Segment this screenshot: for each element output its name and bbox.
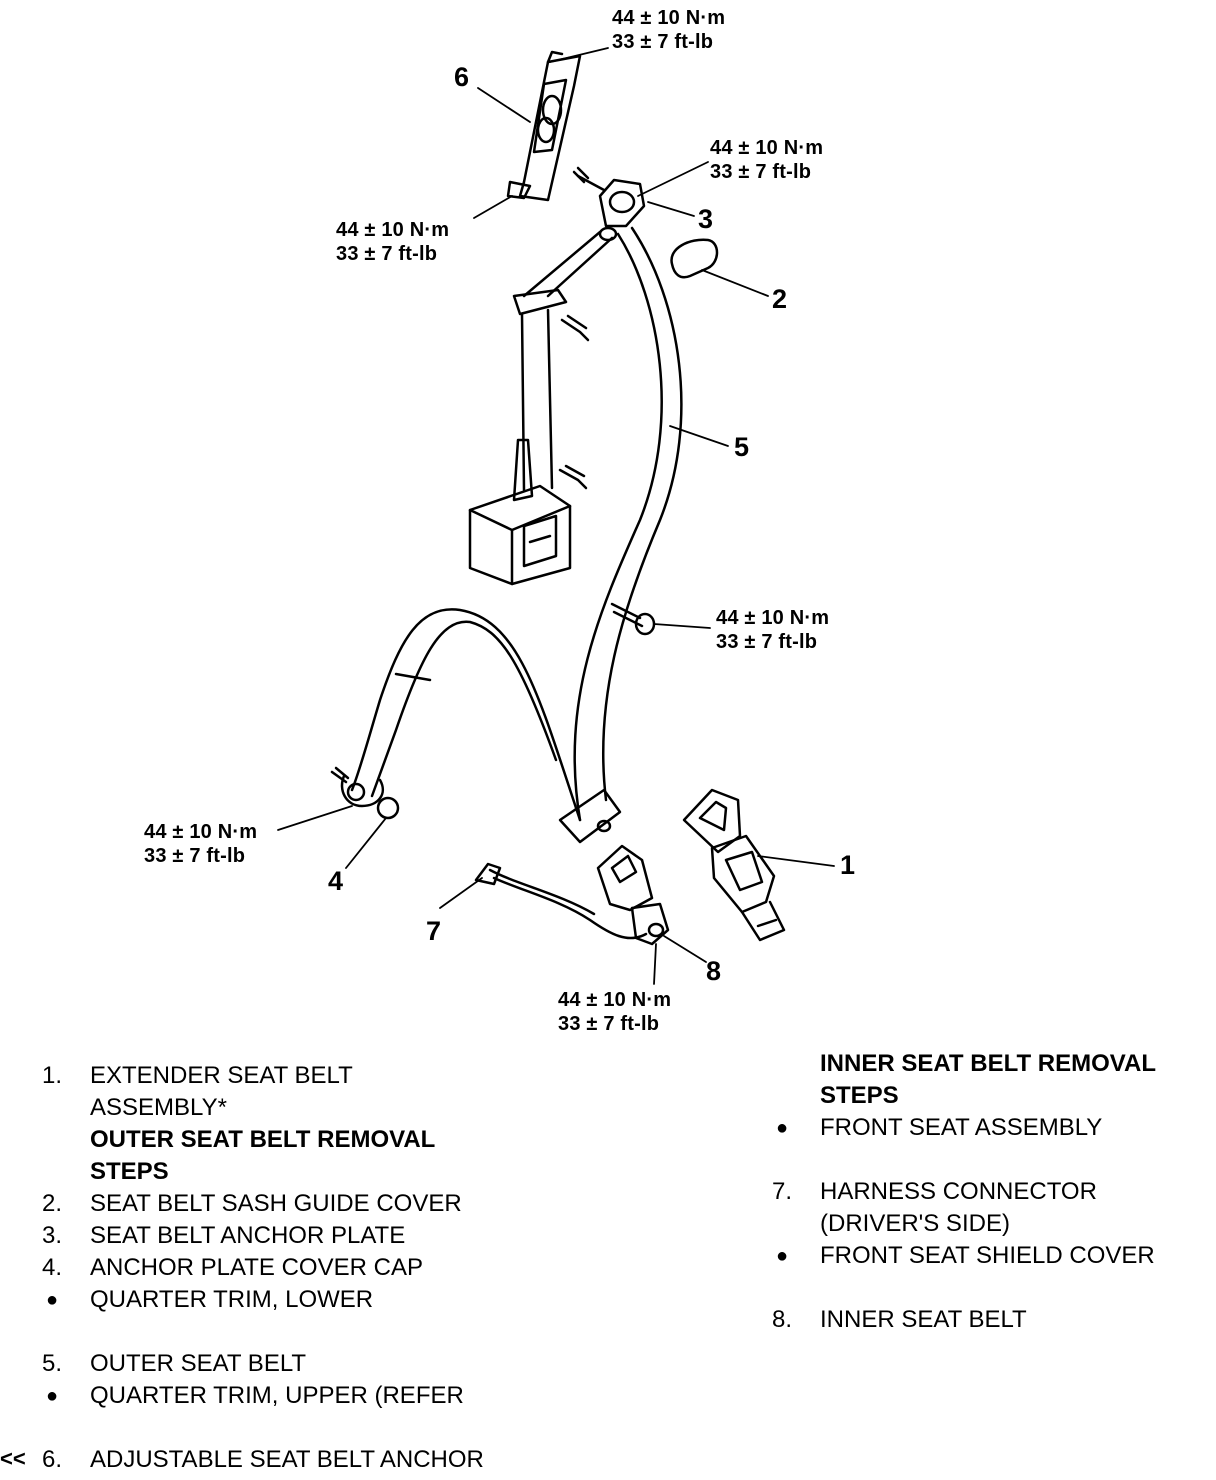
- item-number: 3.: [42, 1222, 63, 1249]
- legend-bullet-quarter-trim-lower: ● QUARTER TRIM, LOWER: [42, 1284, 602, 1316]
- seat-belt-exploded-diagram: [277, 47, 835, 985]
- torque-label-top: 44 ± 10 N·m 33 ± 7 ft-lb: [612, 6, 725, 54]
- legend-bullet-quarter-trim-upper: ● QUARTER TRIM, UPPER (REFER: [42, 1380, 602, 1412]
- torque-nm: 44 ± 10 N·m: [716, 607, 830, 629]
- torque-ftlb: 33 ± 7 ft-lb: [710, 161, 812, 183]
- legend-left: 1. EXTENDER SEAT BELT ASSEMBLY* OUTER SE…: [42, 1060, 602, 1476]
- item-text: INNER SEAT BELT: [820, 1306, 1027, 1333]
- outer-seat-belt-webbing: [558, 226, 683, 844]
- adjustable-anchor-part: [506, 50, 582, 202]
- item-text-continued: (DRIVER'S SIDE): [820, 1210, 1010, 1237]
- bullet-icon: ●: [776, 1245, 789, 1267]
- item-text: OUTER SEAT BELT: [90, 1350, 307, 1377]
- callout-7: 7: [426, 916, 442, 946]
- torque-nm: 44 ± 10 N·m: [558, 989, 672, 1011]
- item-text: EXTENDER SEAT BELT: [90, 1062, 353, 1089]
- legend-right: INNER SEAT BELT REMOVAL STEPS ● FRONT SE…: [772, 1048, 1202, 1336]
- torque-ftlb: 33 ± 7 ft-lb: [558, 1013, 660, 1035]
- bullet-icon: ●: [776, 1117, 789, 1139]
- callout-4: 4: [328, 866, 344, 896]
- legend-item-6: 6. ADJUSTABLE SEAT BELT ANCHOR: [42, 1444, 602, 1476]
- callout-2: 2: [772, 284, 788, 314]
- inner-seat-belt-part: [474, 844, 670, 946]
- legend-item-4: 4. ANCHOR PLATE COVER CAP: [42, 1252, 602, 1284]
- inner-removal-heading: INNER SEAT BELT REMOVAL: [820, 1050, 1156, 1077]
- item-text: SEAT BELT SASH GUIDE COVER: [90, 1190, 462, 1217]
- item-text: QUARTER TRIM, LOWER: [90, 1286, 374, 1313]
- torque-ftlb: 33 ± 7 ft-lb: [144, 845, 246, 867]
- torque-label-plate: 44 ± 10 N·m 33 ± 7 ft-lb: [710, 136, 823, 184]
- legend-bullet-front-seat-assembly: ● FRONT SEAT ASSEMBLY: [772, 1112, 1202, 1144]
- torque-label-anchor: 44 ± 10 N·m 33 ± 7 ft-lb: [336, 218, 449, 266]
- retractor-part: [468, 308, 572, 586]
- torque-ftlb: 33 ± 7 ft-lb: [336, 243, 438, 265]
- callout-8: 8: [706, 956, 722, 986]
- bullet-icon: ●: [46, 1385, 59, 1407]
- item-text: ADJUSTABLE SEAT BELT ANCHOR: [90, 1446, 484, 1473]
- item-number: 1.: [42, 1062, 63, 1089]
- reference-marker: <<: [0, 1446, 26, 1471]
- legend-item-8: 8. INNER SEAT BELT: [772, 1304, 1202, 1336]
- item-text: HARNESS CONNECTOR: [820, 1178, 1097, 1205]
- callout-5: 5: [734, 432, 750, 462]
- item-number: 6.: [42, 1446, 63, 1473]
- outer-removal-heading-line2: STEPS: [90, 1158, 169, 1185]
- item-text: FRONT SEAT ASSEMBLY: [820, 1114, 1103, 1141]
- legend-bullet-shield-cover: ● FRONT SEAT SHIELD COVER: [772, 1240, 1202, 1272]
- item-text: QUARTER TRIM, UPPER (REFER: [90, 1382, 464, 1409]
- item-number: 5.: [42, 1350, 63, 1377]
- torque-nm: 44 ± 10 N·m: [144, 821, 258, 843]
- extender-seat-belt-part: [682, 788, 786, 942]
- upper-webbing: [512, 230, 614, 316]
- torque-ftlb: 33 ± 7 ft-lb: [716, 631, 818, 653]
- callout-1: 1: [840, 850, 856, 880]
- bullet-icon: ●: [46, 1289, 59, 1311]
- lower-belt-loop: [330, 608, 582, 822]
- inner-removal-heading-line2: STEPS: [820, 1082, 899, 1109]
- torque-nm: 44 ± 10 N·m: [710, 137, 824, 159]
- leader-lines: [277, 47, 835, 985]
- legend-item-2: 2. SEAT BELT SASH GUIDE COVER: [42, 1188, 602, 1220]
- item-number: 2.: [42, 1190, 63, 1217]
- item-text: SEAT BELT ANCHOR PLATE: [90, 1222, 406, 1249]
- outer-removal-heading: OUTER SEAT BELT REMOVAL: [90, 1126, 436, 1153]
- torque-label-retractor: 44 ± 10 N·m 33 ± 7 ft-lb: [716, 606, 829, 654]
- item-number: 4.: [42, 1254, 63, 1281]
- item-number: 8.: [772, 1306, 793, 1333]
- legend-item-5: 5. OUTER SEAT BELT: [42, 1348, 602, 1380]
- torque-ftlb: 33 ± 7 ft-lb: [612, 31, 714, 53]
- item-text-continued: ASSEMBLY*: [90, 1094, 227, 1121]
- torque-nm: 44 ± 10 N·m: [612, 7, 726, 29]
- legend-item-1: 1. EXTENDER SEAT BELT: [42, 1060, 602, 1092]
- item-text: FRONT SEAT SHIELD COVER: [820, 1242, 1155, 1269]
- torque-label-inner: 44 ± 10 N·m 33 ± 7 ft-lb: [558, 988, 671, 1036]
- item-text: ANCHOR PLATE COVER CAP: [90, 1254, 423, 1281]
- torque-label-lower: 44 ± 10 N·m 33 ± 7 ft-lb: [144, 820, 257, 868]
- torque-nm: 44 ± 10 N·m: [336, 219, 450, 241]
- legend-item-3: 3. SEAT BELT ANCHOR PLATE: [42, 1220, 602, 1252]
- mounting-screws: [558, 314, 656, 636]
- legend-item-7: 7. HARNESS CONNECTOR: [772, 1176, 1202, 1208]
- callout-6: 6: [454, 62, 470, 92]
- sash-guide-cover-part: [670, 238, 719, 279]
- anchor-plate-part: [572, 166, 646, 242]
- callout-3: 3: [698, 204, 714, 234]
- item-number: 7.: [772, 1178, 793, 1205]
